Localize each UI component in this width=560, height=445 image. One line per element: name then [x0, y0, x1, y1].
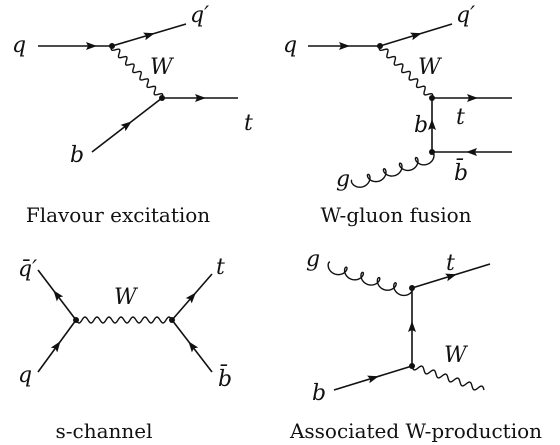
- caption-w-gluon-fusion: W-gluon fusion: [320, 203, 471, 227]
- arrow-head: [410, 32, 422, 41]
- vertex-upper: [109, 43, 115, 49]
- label-top-quark: t: [456, 105, 465, 130]
- fermion-arrow: [410, 32, 422, 41]
- fermion-arrow: [185, 292, 196, 304]
- gluon-line: [350, 151, 435, 188]
- arrow-head: [188, 341, 199, 353]
- vertex-middle: [429, 95, 435, 101]
- fermion-arrow: [53, 290, 64, 302]
- label-w-boson: W: [444, 343, 469, 368]
- label-top-quark: t: [216, 255, 225, 280]
- arrow-head: [408, 321, 416, 332]
- w-boson-propagator: [378, 45, 434, 99]
- fermion-arrow: [195, 94, 206, 102]
- label-top-quark: t: [244, 111, 253, 136]
- fermion-arrow: [86, 42, 97, 50]
- label-anti-quark: q̄′: [18, 257, 37, 282]
- arrow-head: [467, 94, 478, 102]
- fermion-arrow: [466, 148, 477, 156]
- gluon-line: [327, 261, 414, 297]
- fermion-arrow: [50, 341, 61, 353]
- diagram-w-gluon-fusion: q q′ W b t g b̄ W-gluon fusion: [283, 3, 512, 227]
- w-boson-line: [411, 365, 485, 391]
- label-w-boson: W: [418, 55, 443, 80]
- arrow-head: [53, 290, 64, 302]
- caption-s-channel: s-channel: [55, 419, 152, 443]
- diagram-flavour-excitation: q q′ W b t Flavour excitation: [12, 3, 253, 227]
- fermion-arrow: [467, 94, 478, 102]
- arrow-head: [50, 341, 61, 353]
- arrow-head: [445, 273, 457, 282]
- fermion-arrow: [120, 121, 132, 132]
- label-bottom-quark: b: [414, 113, 428, 138]
- diagram-s-channel: q̄′ q W t b̄ s-channel: [18, 255, 232, 443]
- fermion-arrow: [367, 375, 379, 384]
- label-outgoing-quark: q′: [190, 3, 209, 28]
- fermion-arrow: [408, 321, 416, 332]
- label-anti-bottom: b̄: [218, 364, 232, 392]
- arrow-head: [466, 148, 477, 156]
- vertex-lower: [159, 95, 165, 101]
- arrow-head: [86, 42, 97, 50]
- caption-flavour-excitation: Flavour excitation: [26, 203, 210, 227]
- arrow-head: [185, 292, 196, 304]
- arrow-head: [339, 42, 350, 50]
- vertex-right: [169, 317, 175, 323]
- label-w-boson: W: [150, 55, 175, 80]
- vertex-lower: [429, 149, 435, 155]
- label-top-quark: t: [446, 251, 455, 276]
- arrow-head: [428, 119, 436, 130]
- caption-associated-w-production: Associated W-production: [289, 419, 542, 443]
- label-w-boson: W: [114, 285, 139, 310]
- arrow-head: [143, 32, 155, 41]
- diagram-associated-w-production: g t b W Associated W-production: [289, 247, 542, 443]
- label-incoming-quark: q: [283, 33, 297, 58]
- arrow-head: [195, 94, 206, 102]
- vertex-upper: [409, 285, 415, 291]
- vertex-lower: [409, 363, 415, 369]
- w-boson-propagator: [75, 316, 173, 324]
- label-gluon: g: [306, 247, 320, 272]
- vertex-upper: [377, 43, 383, 49]
- fermion-arrow: [339, 42, 350, 50]
- label-anti-bottom: b̄: [454, 158, 468, 186]
- fermion-arrow: [143, 32, 155, 41]
- vertex-left: [73, 317, 79, 323]
- arrow-head: [367, 375, 379, 384]
- label-gluon: g: [336, 167, 350, 192]
- label-outgoing-quark: q′: [456, 3, 475, 28]
- label-quark: q: [18, 363, 32, 388]
- arrow-head: [120, 121, 132, 132]
- fermion-arrow: [445, 273, 457, 282]
- fermion-arrow: [428, 119, 436, 130]
- fermion-arrow: [188, 341, 199, 353]
- label-bottom-quark: b: [70, 143, 84, 168]
- label-bottom-quark: b: [312, 381, 326, 406]
- label-incoming-quark: q: [12, 33, 26, 58]
- w-boson-propagator: [110, 45, 164, 99]
